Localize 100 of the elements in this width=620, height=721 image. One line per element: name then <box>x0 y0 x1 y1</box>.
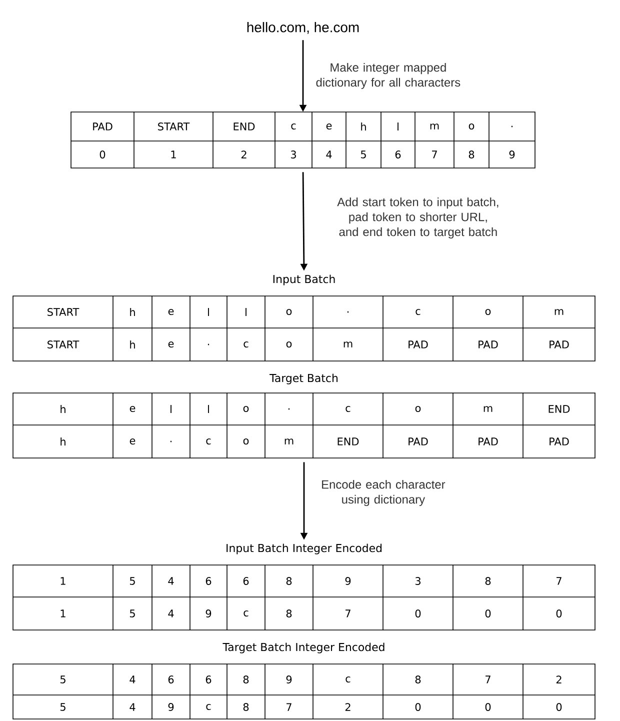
table-cell: 1 <box>171 150 176 158</box>
table-cell: 0 <box>556 610 562 618</box>
table-cell: e <box>130 406 136 412</box>
table-cell: o <box>415 406 421 412</box>
table-cell: 4 <box>130 703 136 711</box>
table-cell: e <box>130 438 136 444</box>
table-cell: h <box>130 308 135 316</box>
table-cell: e <box>326 124 332 130</box>
edge-label: Make integer mapped dictionary for all characters <box>316 62 460 90</box>
table-cell: END <box>548 405 570 413</box>
table-cell: 2 <box>241 150 246 158</box>
table-cell: END <box>338 438 359 446</box>
table-cell: 5 <box>130 610 135 618</box>
table-cell: END <box>234 122 255 130</box>
table-cell: 4 <box>168 577 174 585</box>
table-cell: PAD <box>550 340 569 348</box>
table-cell: 6 <box>243 577 249 585</box>
table-cell: 9 <box>206 610 212 618</box>
table-cell: 3 <box>290 150 296 158</box>
table-cell: o <box>286 342 292 348</box>
table-cell: m <box>284 438 294 444</box>
table-cell: PAD <box>550 438 569 446</box>
table-cell: c <box>206 704 211 710</box>
table-cell: 5 <box>130 577 135 585</box>
table-cell: . <box>511 126 513 128</box>
table-cell: . <box>288 408 290 410</box>
table-heading: Input Batch <box>273 274 335 286</box>
table-cell: 0 <box>485 703 491 711</box>
table-cell: 4 <box>168 610 174 618</box>
table-cell: PAD <box>93 122 112 130</box>
table-cell: o <box>286 309 292 315</box>
table-cell: START <box>48 308 80 316</box>
table-cell: 6 <box>206 577 212 585</box>
table-cell: l <box>208 308 209 316</box>
table-cell: c <box>244 610 248 616</box>
table-cell: . <box>170 440 172 442</box>
table-cell: 7 <box>346 610 350 618</box>
table-cell: 6 <box>395 150 401 158</box>
table-cell: 4 <box>130 676 136 684</box>
table-cell: 0 <box>556 703 562 711</box>
table-cell: e <box>168 309 174 315</box>
table-cell: l <box>170 405 172 413</box>
table-cell: 5 <box>60 703 66 711</box>
table-heading: Target Batch <box>270 374 338 384</box>
table-cell: PAD <box>478 340 498 348</box>
table-cell: 1 <box>60 610 66 618</box>
table-cell: 0 <box>415 703 421 711</box>
table-cell: 5 <box>361 150 366 158</box>
table-cell: h <box>361 122 366 130</box>
table-heading: Target Batch Integer Encoded <box>222 642 384 654</box>
table-cell: 6 <box>206 676 212 684</box>
table-cell: 0 <box>415 610 421 618</box>
table-cell: c <box>244 342 248 348</box>
table-cell: 5 <box>60 676 66 684</box>
table-cell: e <box>168 342 174 348</box>
table-cell: 4 <box>326 150 332 158</box>
table-cell: 0 <box>485 610 491 618</box>
table-cell: h <box>130 340 135 348</box>
table-cell: . <box>208 344 210 346</box>
table-cell: . <box>347 311 349 313</box>
table-cell: o <box>485 309 491 315</box>
table-cell: 2 <box>345 703 350 711</box>
table-cell: 8 <box>468 150 474 158</box>
table-heading: Input Batch Integer Encoded <box>226 544 382 554</box>
table-cell: o <box>243 406 249 412</box>
table-cell: 9 <box>168 703 174 711</box>
table-cell: c <box>291 124 296 130</box>
table-cell: m <box>344 342 352 348</box>
table-cell: PAD <box>408 340 428 348</box>
table-cell: 9 <box>345 577 351 585</box>
table-cell: o <box>243 438 249 444</box>
table-cell: c <box>206 438 211 444</box>
table-cell: m <box>554 309 564 315</box>
table-cell: c <box>416 309 420 315</box>
edge-label: Add start token to input batch, pad token to shorter URL, and end token to target batch <box>337 197 498 238</box>
table-cell: 1 <box>60 577 66 585</box>
table-cell: c <box>346 676 350 682</box>
table-cell: 8 <box>485 577 491 585</box>
table-cell: h <box>60 405 66 413</box>
table-cell: PAD <box>408 438 428 446</box>
table-cell: c <box>346 406 350 412</box>
table-cell: 2 <box>556 676 562 684</box>
table-cell: 9 <box>509 150 515 158</box>
table-cell: 0 <box>100 150 106 158</box>
table-cell: o <box>468 124 474 130</box>
table-cell: 7 <box>556 577 562 585</box>
source-text: hello.com, he.com <box>247 22 359 34</box>
table-cell: 6 <box>168 676 174 684</box>
table-cell: m <box>484 406 492 412</box>
table-cell: PAD <box>478 438 498 446</box>
table-cell: 8 <box>243 676 249 684</box>
table-cell: 9 <box>286 676 292 684</box>
table-cell: m <box>430 124 439 130</box>
table-cell: 8 <box>243 703 249 711</box>
table-cell: 7 <box>286 703 292 711</box>
edge-label: Encode each character using dictionary <box>322 480 446 506</box>
table-cell: START <box>48 340 80 348</box>
table-cell: 8 <box>286 610 292 618</box>
table-cell: 3 <box>415 577 420 585</box>
table-cell: 7 <box>486 676 490 684</box>
